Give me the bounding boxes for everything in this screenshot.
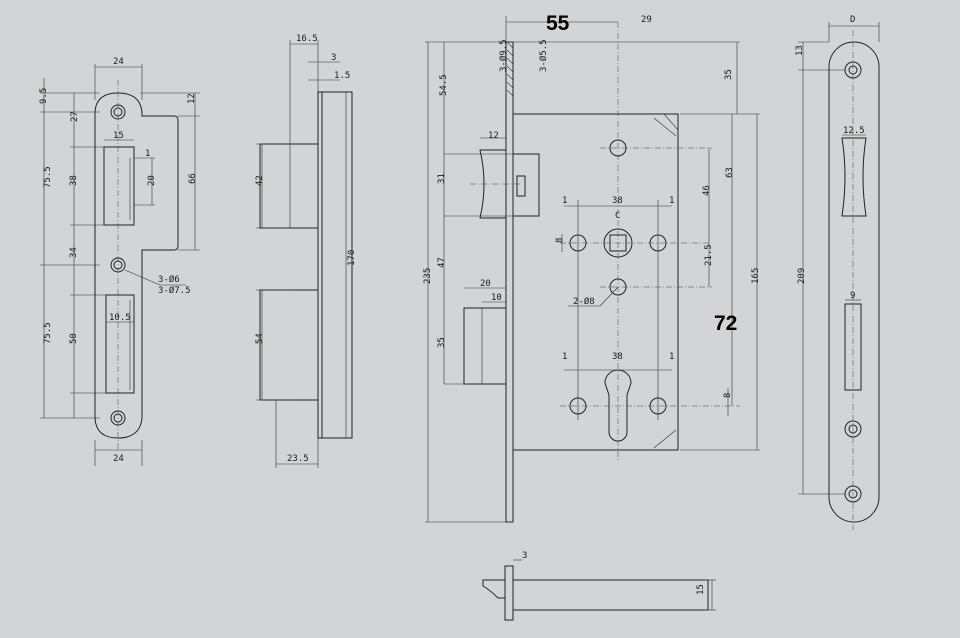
side-dim-170: 170 [347, 250, 357, 266]
strike-dim-75-5-bottom: 75.5 [43, 322, 53, 344]
strike-dim-9-5: 9.5 [39, 88, 49, 104]
strike-dim-75-5-top: 75.5 [43, 166, 53, 188]
side-dim-16-5: 16.5 [296, 34, 318, 44]
body-dim-54-5: 54.5 [439, 74, 449, 96]
highlight-backset: 72 [714, 312, 737, 335]
body-dim-12: 12 [488, 131, 499, 141]
strike-dim-66: 66 [188, 173, 198, 184]
side-dim-1-5: 1.5 [334, 71, 350, 81]
latch-dim-15: 15 [696, 584, 706, 595]
body-dim-29: 29 [641, 15, 652, 25]
strike-plate-view [40, 64, 200, 466]
body-dim-1-b: 1 [669, 196, 674, 206]
body-dim-35-bottom: 35 [437, 337, 447, 348]
body-hole-c: 2-Ø8 [573, 296, 595, 307]
faceplate-dim-9: 9 [850, 291, 855, 301]
body-dim-1-a: 1 [562, 196, 567, 206]
body-dim-35-top: 35 [724, 69, 734, 80]
strike-hole-note-1: 3-Ø6 [158, 274, 180, 285]
body-dim-8-b: 8 [723, 393, 733, 398]
body-dim-21-5: 21.5 [704, 244, 714, 266]
lock-body-view [425, 16, 760, 523]
faceplate-view [798, 22, 880, 530]
faceplate-dim-13: 13 [795, 45, 805, 56]
latch-dim-3: 3 [522, 551, 527, 561]
body-c-label: C [615, 211, 620, 221]
side-dim-3: 3 [331, 53, 336, 63]
strike-hole-note-2: 3-Ø7.5 [158, 285, 191, 296]
strike-dim-38: 38 [69, 175, 79, 186]
strike-dim-1: 1 [145, 149, 150, 159]
body-dim-38-b: 38 [612, 352, 623, 362]
body-dim-1-c: 1 [562, 352, 567, 362]
body-dim-46: 46 [702, 185, 712, 196]
side-dim-23-5: 23.5 [287, 454, 309, 464]
body-dim-38-a: 38 [612, 196, 623, 206]
body-dim-47: 47 [437, 257, 447, 268]
strike-dim-12: 12 [187, 93, 197, 104]
strike-dim-15: 15 [113, 131, 124, 141]
highlight-width: 55 [546, 12, 570, 35]
strike-bottom-width: 24 [113, 454, 124, 464]
strike-dim-34: 34 [69, 247, 79, 258]
body-dim-31: 31 [437, 173, 447, 184]
faceplate-d-label: D [850, 15, 855, 25]
body-dim-1-d: 1 [669, 352, 674, 362]
faceplate-dim-209: 209 [797, 268, 807, 284]
strike-dim-27: 27 [70, 111, 80, 122]
body-hole-a: 3-Ø9.5 [498, 39, 509, 72]
strike-dim-50: 50 [69, 333, 79, 344]
body-dim-8-a: 8 [555, 238, 565, 243]
strike-side-view [256, 40, 353, 468]
strike-dim-10-5: 10.5 [109, 313, 131, 323]
strike-dim-20: 20 [147, 175, 157, 186]
body-dim-10: 10 [491, 293, 502, 303]
body-hole-b: 3-Ø5.5 [538, 39, 549, 72]
strike-top-width: 24 [113, 57, 124, 67]
body-dim-63: 63 [725, 167, 735, 178]
side-dim-54: 54 [255, 333, 265, 344]
body-dim-235: 235 [423, 268, 433, 284]
body-dim-20: 20 [480, 279, 491, 289]
faceplate-dim-12-5: 12.5 [843, 126, 865, 136]
body-dim-165: 165 [751, 268, 761, 284]
latch-bottom-view [482, 559, 716, 621]
side-dim-42: 42 [255, 175, 265, 186]
